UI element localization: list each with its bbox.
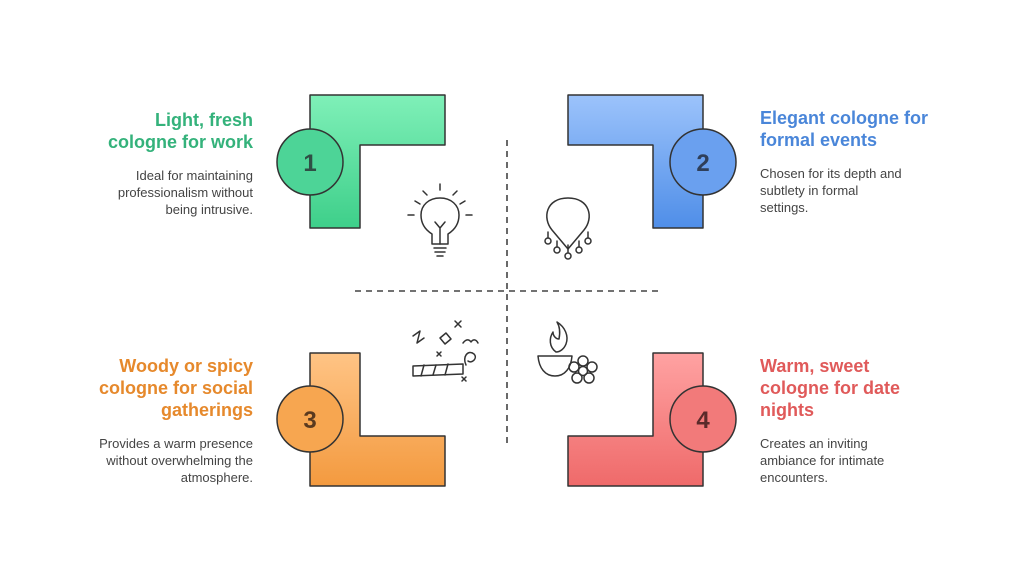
quadrant-4-title-line-3: nights [760,400,814,420]
quadrant-4-title-line-1: Warm, sweet [760,356,870,376]
necklace-icon [544,197,592,260]
quadrant-4-text: Warm, sweet cologne for date nights Crea… [760,355,960,486]
candle-flower-icon [537,321,598,384]
quadrant-2-text: Elegant cologne for formal events Chosen… [760,107,960,216]
quadrant-1-desc-line-3: being intrusive. [165,202,253,217]
quadrant-1-text: Light, fresh cologne for work Ideal for … [70,109,253,218]
number-badge-3: 3 [276,385,344,453]
quadrant-2-desc-line-3: settings. [760,200,809,215]
quadrant-3-desc-line-3: atmosphere. [180,470,253,485]
quadrant-3-title-line-1: Woody or spicy [119,356,253,376]
quadrant-2-title-line-1: Elegant cologne for [760,108,929,128]
quadrant-1-shape [309,94,446,229]
number-badge-1: 1 [276,128,344,196]
quadrant-1-desc-line-2: professionalism without [117,185,253,200]
number-badge-1-label: 1 [303,150,316,177]
party-popper-icon [412,320,479,382]
number-badge-3-label: 3 [303,407,316,434]
quadrant-2-shape [567,94,704,229]
quadrant-1-title-line-2: cologne for work [107,132,253,152]
quadrant-1-title-line-1: Light, fresh [155,110,253,130]
quadrant-2-title-line-2: formal events [760,130,878,150]
quadrant-4-title-line-2: cologne for date [760,378,901,398]
quadrant-4-desc-line-2: ambiance for intimate [760,453,885,468]
quadrant-2-title: Elegant cologne for formal events [760,107,960,151]
quadrant-3-shape [309,352,446,487]
quadrant-4-description: Creates an inviting ambiance for intimat… [760,435,960,486]
number-badge-2: 2 [669,128,737,196]
number-badge-4-label: 4 [696,407,710,434]
quadrant-3-description: Provides a warm presence without overwhe… [60,435,253,486]
quadrant-3-title: Woody or spicy cologne for social gather… [60,355,253,421]
quadrant-1-title: Light, fresh cologne for work [70,109,253,153]
quadrant-2-description: Chosen for its depth and subtlety in for… [760,165,960,216]
quadrant-3-title-line-2: cologne for social [98,378,253,398]
number-badge-2-label: 2 [696,150,709,177]
quadrant-4-desc-line-3: encounters. [760,470,828,485]
quadrant-4-desc-line-1: Creates an inviting [760,436,868,451]
lightbulb-icon [407,183,473,257]
quadrant-3-title-line-3: gatherings [160,400,253,420]
quadrant-3-desc-line-2: without overwhelming the [106,453,253,468]
quadrant-2-desc-line-1: Chosen for its depth and [760,166,902,181]
quadrant-3-desc-line-1: Provides a warm presence [99,436,253,451]
number-badge-4: 4 [669,385,737,453]
quadrant-3-text: Woody or spicy cologne for social gather… [60,355,253,486]
quadrant-4-shape [567,352,704,487]
quadrant-4-title: Warm, sweet cologne for date nights [760,355,960,421]
quadrant-2-desc-line-2: subtlety in formal [760,183,859,198]
quadrant-1-description: Ideal for maintaining professionalism wi… [70,167,253,218]
quadrant-1-desc-line-1: Ideal for maintaining [135,168,253,183]
